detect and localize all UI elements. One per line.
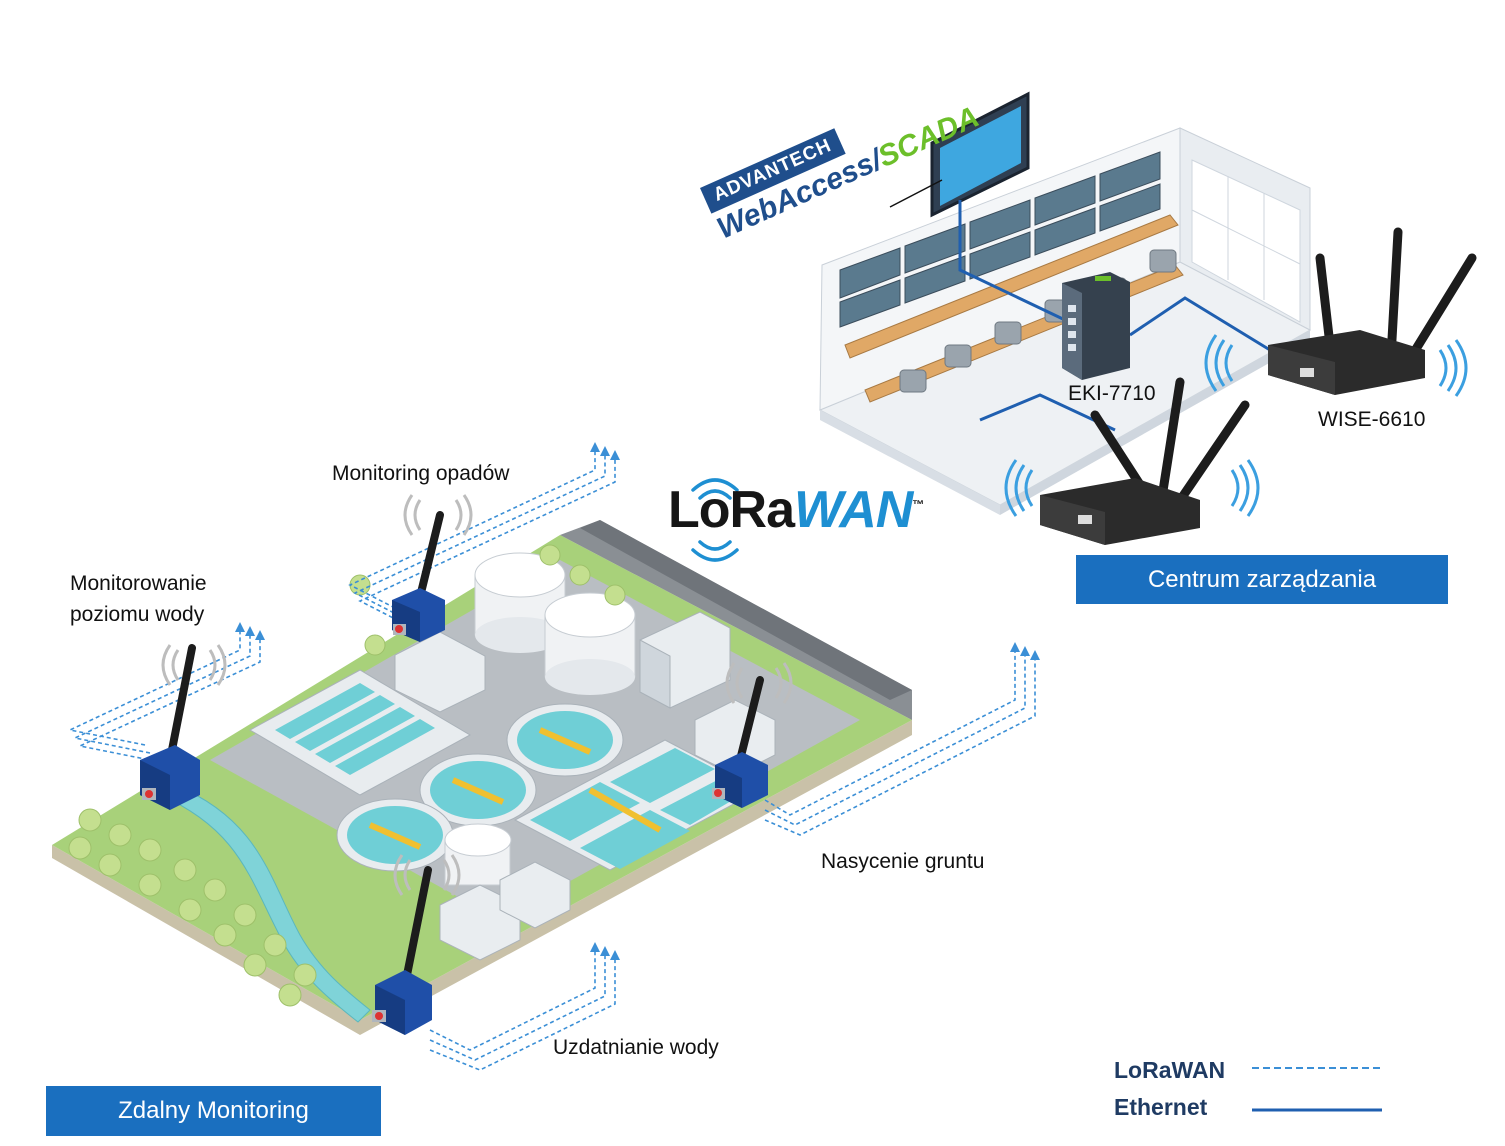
label-treatment: Uzdatnianie wody [553, 1036, 719, 1059]
lorawan-logo-waves [691, 478, 739, 562]
lorawan-logo-tm: ™ [912, 497, 924, 512]
sensor-treatment [372, 854, 461, 1035]
remote-monitoring-box: Zdalny Monitoring [46, 1086, 381, 1136]
control-room [818, 91, 1312, 515]
signal-waves-gateways [1004, 334, 1468, 517]
legend-ethernet-label: Ethernet [1114, 1094, 1208, 1120]
label-gateway: WISE-6610 [1318, 408, 1426, 431]
lorawan-logo-wan: WAN [794, 481, 913, 539]
label-switch: EKI-7710 [1068, 382, 1156, 405]
lorawan-links [67, 450, 1036, 1071]
treatment-plant [52, 520, 912, 1035]
label-water-level-2: poziomu wody [70, 603, 205, 626]
gateway-device-right [1268, 227, 1477, 395]
switch-device [1062, 272, 1130, 380]
legend-lorawan-label: LoRaWAN [1114, 1057, 1226, 1083]
management-center-box: Centrum zarządzania [1076, 555, 1448, 604]
lorawan-arrowheads [235, 442, 1040, 960]
sensor-soil [712, 662, 793, 808]
lorawan-logo-lora: LoRa [668, 481, 795, 539]
sensor-water-level [140, 644, 227, 810]
label-soil: Nasycenie gruntu [821, 850, 985, 873]
label-water-level-1: Monitorowanie [70, 572, 207, 595]
sensor-rainfall [392, 494, 473, 642]
label-rainfall: Monitoring opadów [332, 462, 510, 485]
gateway-device-front [1040, 377, 1250, 545]
lorawan-logo: LoRaWAN™ [668, 480, 924, 540]
ethernet-links [958, 200, 1271, 432]
video-wall [839, 151, 1161, 328]
